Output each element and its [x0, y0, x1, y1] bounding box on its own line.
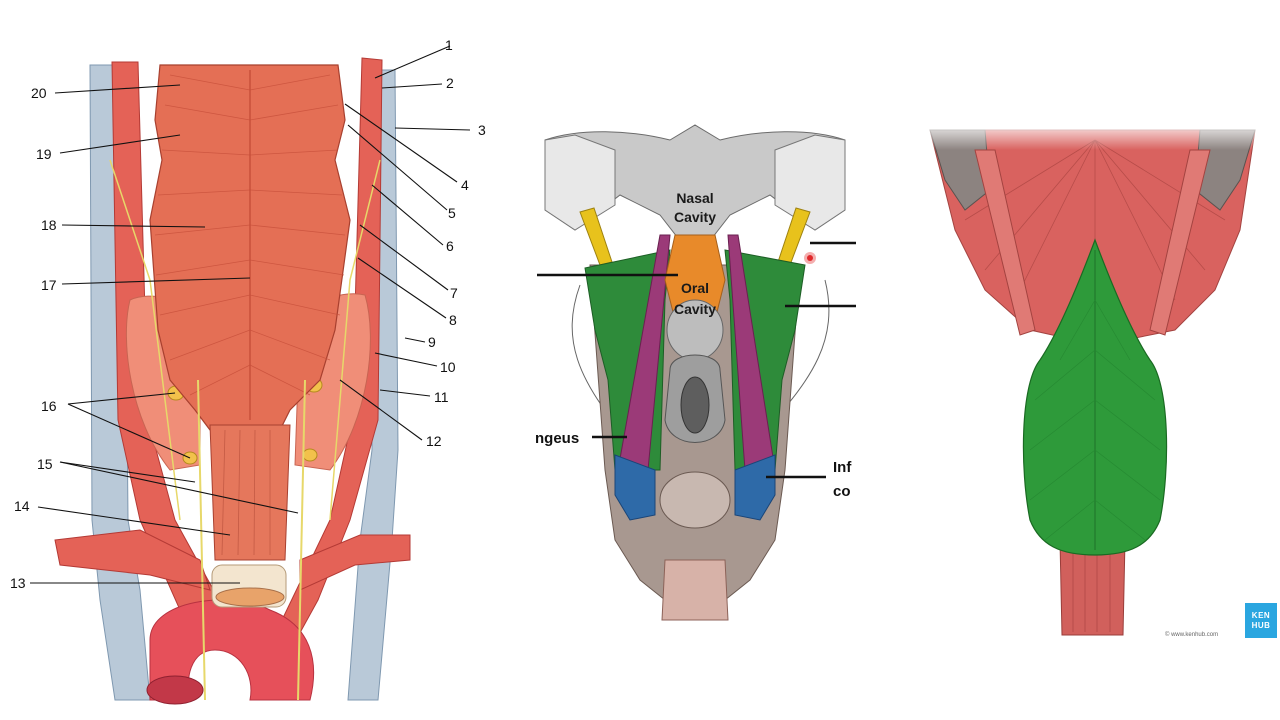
- label-5: 5: [448, 205, 456, 221]
- kenhub-logo-line2: HUB: [1251, 620, 1271, 630]
- label-15: 15: [37, 456, 53, 472]
- label-9: 9: [428, 334, 436, 350]
- nasal-cavity-label-line2: Cavity: [674, 209, 716, 225]
- vagus-nerve-right: [297, 379, 306, 701]
- oral-cavity-label-line1: Oral: [681, 280, 709, 296]
- nerve-left-lateral: [109, 159, 181, 521]
- nasal-cavity-label-line1: Nasal: [676, 190, 713, 206]
- pointer-dot: [807, 255, 813, 261]
- esophagus-fibers: [1072, 545, 1111, 632]
- mastoid-left: [544, 134, 616, 231]
- label-18: 18: [41, 217, 57, 233]
- green-fibers: [1029, 299, 1161, 541]
- label-17: 17: [41, 277, 57, 293]
- subclavian-left: [54, 529, 211, 591]
- styloid-left: [579, 207, 613, 266]
- vagus-nerve-left: [197, 379, 206, 701]
- laryngeal-inlet: [680, 376, 710, 434]
- middle-anatomy-figure: Nasal Cavity Oral Cavity ngeus Inf co: [520, 0, 870, 720]
- muscle-fibers: [154, 74, 346, 396]
- aortic-arch: [149, 599, 315, 701]
- right-anatomy-figure: [925, 0, 1280, 720]
- pharyngeal-muscles-kenhub: [925, 120, 1280, 636]
- partial-label-co: co: [833, 483, 851, 500]
- label-8: 8: [449, 312, 457, 328]
- parathyroid-lower-right: [302, 448, 318, 462]
- label-20: 20: [31, 85, 47, 101]
- oral-cavity-label-line2: Cavity: [674, 301, 716, 317]
- blue-muscle-right: [734, 454, 776, 521]
- blue-muscle-left: [614, 454, 656, 521]
- skull-base: [544, 124, 846, 261]
- leader-lines: [30, 45, 471, 584]
- copyright-text: © www.kenhub.com: [1165, 632, 1219, 638]
- pharynx-sagittal-posterior-view: Nasal Cavity Oral Cavity ngeus Inf co: [535, 124, 856, 621]
- trachea-ring: [215, 587, 285, 607]
- left-anatomy-figure: 1 2 3 4 5 6 7 8 9 10 11 12 13 14 15 16 1…: [0, 0, 500, 720]
- label-1: 1: [445, 37, 453, 53]
- top-fade: [925, 120, 1280, 150]
- label-2: 2: [446, 75, 454, 91]
- aorta-cut: [146, 675, 204, 705]
- label-14: 14: [14, 498, 30, 514]
- label-16: 16: [41, 398, 57, 414]
- label-4: 4: [461, 177, 469, 193]
- pharynx-posterior-illustration: 1 2 3 4 5 6 7 8 9 10 11 12 13 14 15 16 1…: [10, 37, 486, 705]
- label-6: 6: [446, 238, 454, 254]
- label-3: 3: [478, 122, 486, 138]
- label-7: 7: [450, 285, 458, 301]
- label-13: 13: [10, 575, 26, 591]
- label-11: 11: [434, 389, 449, 405]
- label-12: 12: [426, 433, 442, 449]
- nerve-right-lateral: [329, 159, 381, 521]
- label-10: 10: [440, 359, 456, 375]
- partial-label-inf: Inf: [833, 459, 852, 476]
- cricoid-region: [659, 471, 731, 529]
- kenhub-logo-line1: KEN: [1251, 610, 1271, 620]
- mastoid-right: [774, 134, 846, 231]
- esophagus-stump: [661, 559, 729, 621]
- kenhub-logo: KEN HUB: [1245, 603, 1277, 638]
- partial-label-ngeus: ngeus: [535, 430, 579, 447]
- label-19: 19: [36, 146, 52, 162]
- subclavian-right: [299, 534, 411, 591]
